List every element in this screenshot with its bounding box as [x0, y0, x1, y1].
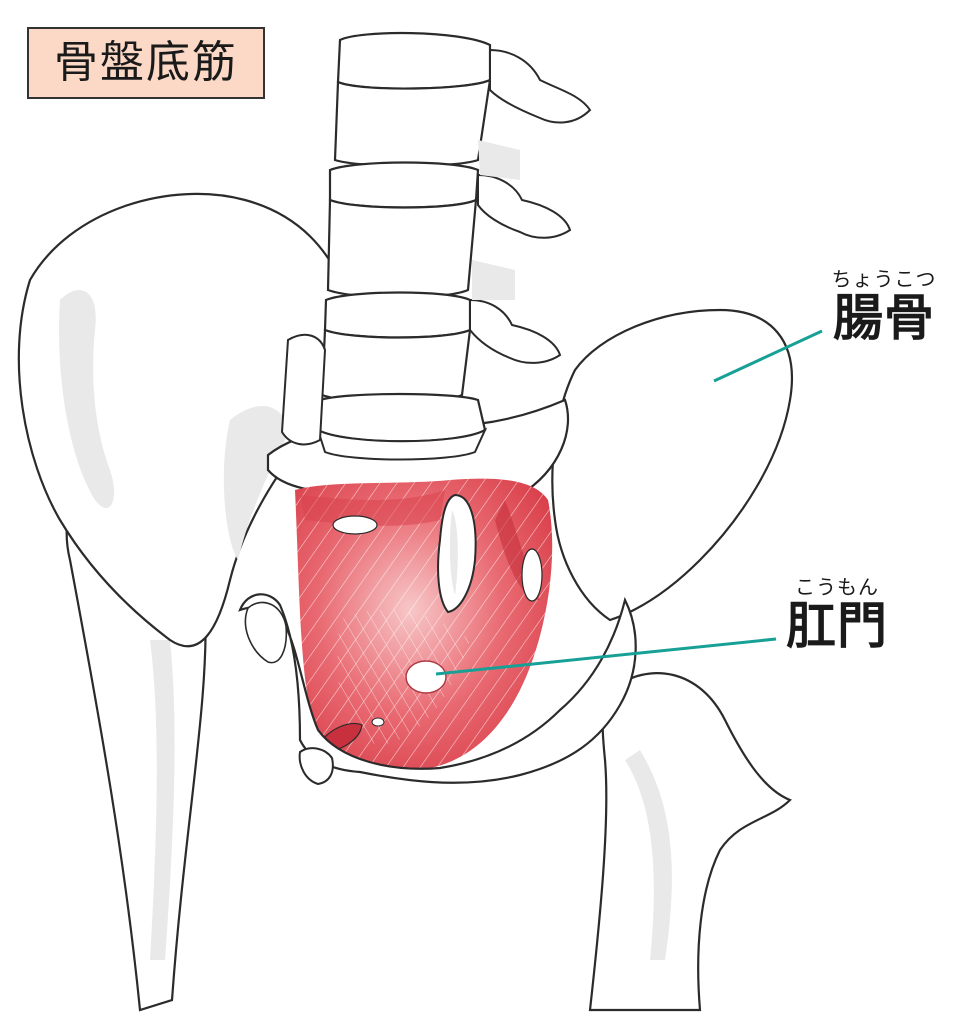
left-ilium [17, 192, 354, 648]
urethra-opening [371, 717, 385, 727]
muscle-gap-right [521, 548, 543, 602]
left-femur-shade [150, 640, 175, 960]
coccyx-shade [449, 510, 458, 595]
label-anus: こうもん 肛門 [778, 576, 896, 654]
right-ilium [551, 308, 793, 622]
right-femur-shade [625, 750, 672, 960]
anus-opening [405, 660, 447, 694]
lumbar-spine [280, 31, 592, 461]
label-ilium-reading: ちょうこつ [831, 267, 937, 291]
leader-line-ilium [713, 329, 823, 383]
label-anus-reading: こうもん [795, 575, 879, 599]
right-femur [588, 672, 792, 1012]
figure-title: 骨盤底筋 [27, 27, 265, 99]
obturator-left [244, 601, 288, 664]
left-ilium-inner-shade [223, 406, 290, 560]
left-ilium-shade [59, 290, 115, 509]
label-ilium: ちょうこつ 腸骨 [818, 268, 950, 346]
pubic-arch [238, 593, 637, 784]
label-anus-text: 肛門 [786, 597, 888, 655]
leader-line-anus [435, 637, 777, 676]
muscle-gap-left [332, 515, 378, 535]
label-ilium-text: 腸骨 [833, 289, 935, 347]
pubic-symphysis [298, 747, 334, 786]
